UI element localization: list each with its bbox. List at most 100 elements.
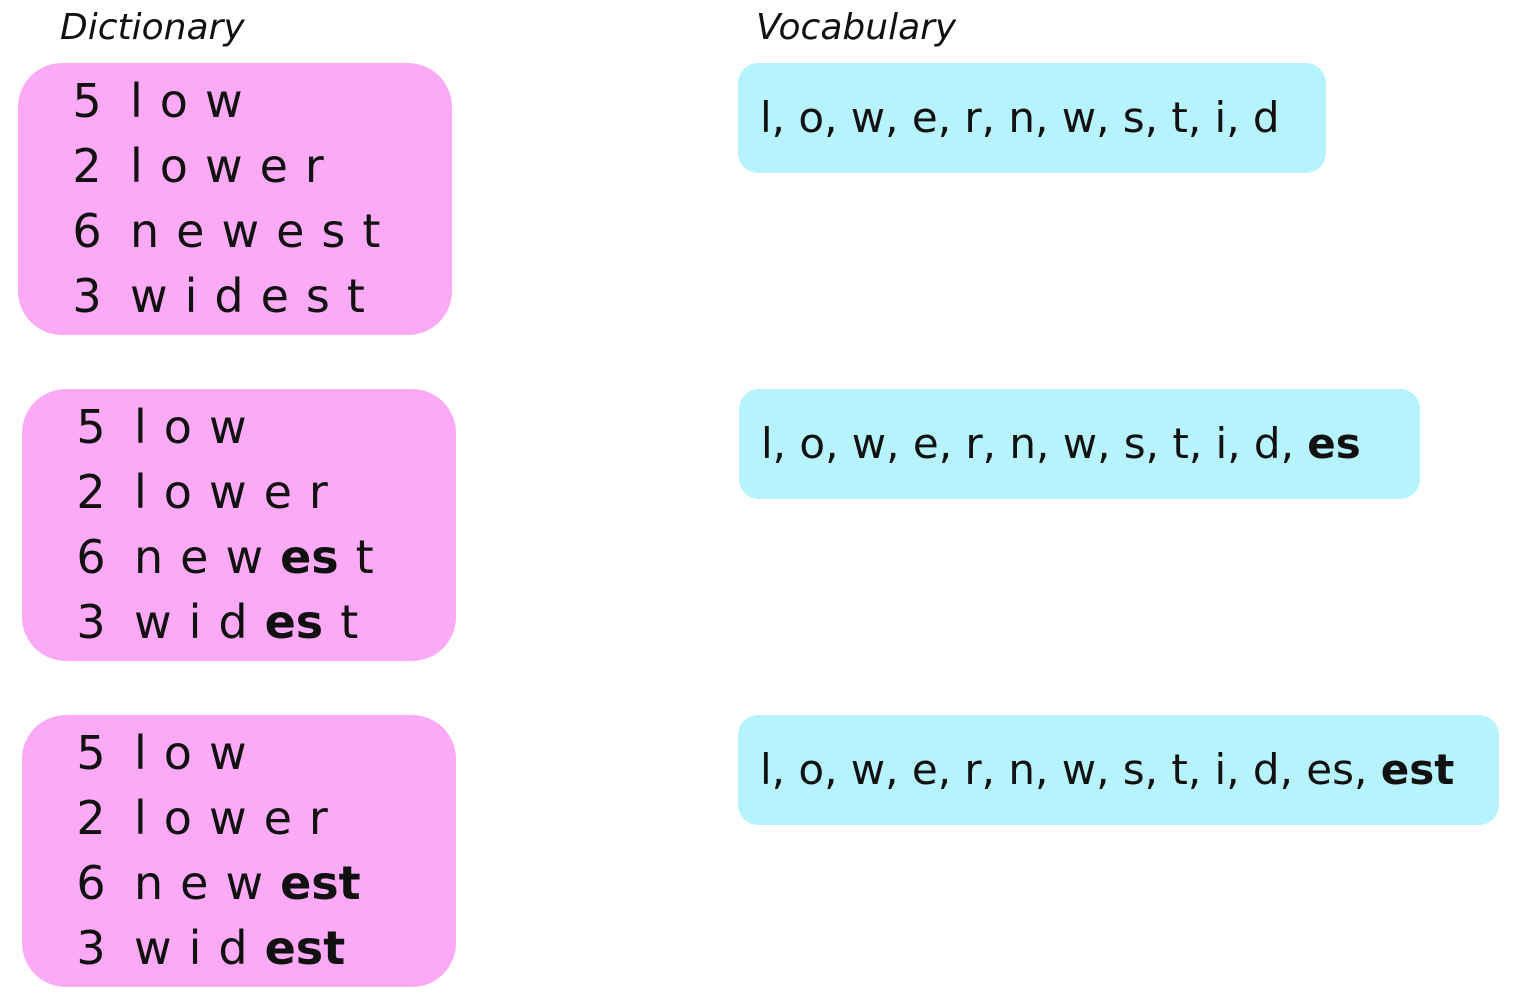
vocabulary-token: es <box>1306 745 1355 794</box>
token: i <box>188 921 202 975</box>
vocabulary-box: l, o, w, e, r, n, w, s, t, i, d, es, est <box>738 715 1499 825</box>
vocabulary-token: w <box>850 745 886 794</box>
token: d <box>218 921 248 975</box>
new-vocabulary-token: est <box>1380 745 1455 794</box>
token: i <box>184 269 198 323</box>
token: e <box>259 139 288 193</box>
token: w <box>208 400 247 454</box>
token: l <box>134 726 147 780</box>
token: l <box>134 791 147 845</box>
token: s <box>321 204 346 258</box>
vocabulary-separator: , <box>937 93 965 142</box>
token: l <box>130 74 143 128</box>
vocabulary-token: e <box>912 419 939 468</box>
vocabulary-separator: , <box>1036 419 1063 468</box>
new-vocabulary-token: es <box>1307 419 1361 468</box>
vocabulary-token: w <box>1062 419 1098 468</box>
vocabulary-token: o <box>798 745 825 794</box>
token: e <box>276 204 305 258</box>
dictionary-heading: Dictionary <box>60 7 245 48</box>
vocabulary-box: l, o, w, e, r, n, w, s, t, i, d <box>738 63 1326 173</box>
token: l <box>134 465 147 519</box>
vocabulary-token: o <box>798 93 825 142</box>
word-count: 3 <box>72 269 102 323</box>
vocabulary-token: o <box>799 419 826 468</box>
vocabulary-token: r <box>964 93 982 142</box>
vocabulary-token: e <box>911 93 938 142</box>
merged-token: est <box>264 921 346 975</box>
vocabulary-separator: , <box>981 93 1009 142</box>
vocabulary-token: w <box>851 419 887 468</box>
token: i <box>188 595 202 649</box>
token: w <box>130 269 168 323</box>
vocabulary-token: w <box>850 93 886 142</box>
token: r <box>308 465 328 519</box>
token: s <box>305 269 330 323</box>
vocabulary-token: t <box>1171 93 1188 142</box>
token: o <box>159 139 188 193</box>
vocabulary-token: s <box>1122 745 1145 794</box>
token: e <box>180 530 209 584</box>
vocabulary-token: i <box>1214 93 1227 142</box>
vocabulary-separator: , <box>1187 745 1215 794</box>
word-count: 5 <box>76 726 106 780</box>
token: w <box>134 921 172 975</box>
vocabulary-separator: , <box>1144 93 1172 142</box>
vocabulary-token: r <box>964 745 982 794</box>
vocabulary-token: d <box>1252 93 1280 142</box>
word-count: 3 <box>76 921 106 975</box>
token: w <box>208 726 247 780</box>
vocabulary-separator: , <box>1227 419 1254 468</box>
token: w <box>204 139 243 193</box>
word-count: 2 <box>72 139 102 193</box>
word-count: 6 <box>76 530 106 584</box>
vocabulary-separator: , <box>1354 745 1381 794</box>
word-count: 5 <box>76 400 106 454</box>
token: w <box>134 595 172 649</box>
vocabulary-separator: , <box>1144 745 1172 794</box>
vocabulary-token: e <box>911 745 938 794</box>
word-count: 5 <box>72 74 102 128</box>
vocabulary-box: l, o, w, e, r, n, w, s, t, i, d, es <box>739 389 1420 499</box>
vocabulary-separator: , <box>824 93 851 142</box>
token: o <box>163 791 192 845</box>
vocabulary-token: l <box>761 419 773 468</box>
vocabulary-separator: , <box>1035 93 1062 142</box>
vocabulary-token: i <box>1215 419 1228 468</box>
vocabulary-separator: , <box>771 745 799 794</box>
token: t <box>340 595 359 649</box>
vocabulary-separator: , <box>885 745 912 794</box>
token: t <box>355 530 374 584</box>
token: w <box>208 465 247 519</box>
vocabulary-separator: , <box>886 419 913 468</box>
vocabulary-separator: , <box>1226 745 1253 794</box>
vocabulary-separator: , <box>1145 419 1173 468</box>
vocabulary-separator: , <box>772 419 800 468</box>
vocabulary-separator: , <box>937 745 965 794</box>
vocabulary-separator: , <box>938 419 966 468</box>
vocabulary-token: n <box>1008 93 1035 142</box>
token: e <box>263 465 292 519</box>
token: e <box>263 791 292 845</box>
token: t <box>362 204 381 258</box>
vocabulary-separator: , <box>771 93 799 142</box>
token: l <box>134 400 147 454</box>
token: r <box>304 139 324 193</box>
